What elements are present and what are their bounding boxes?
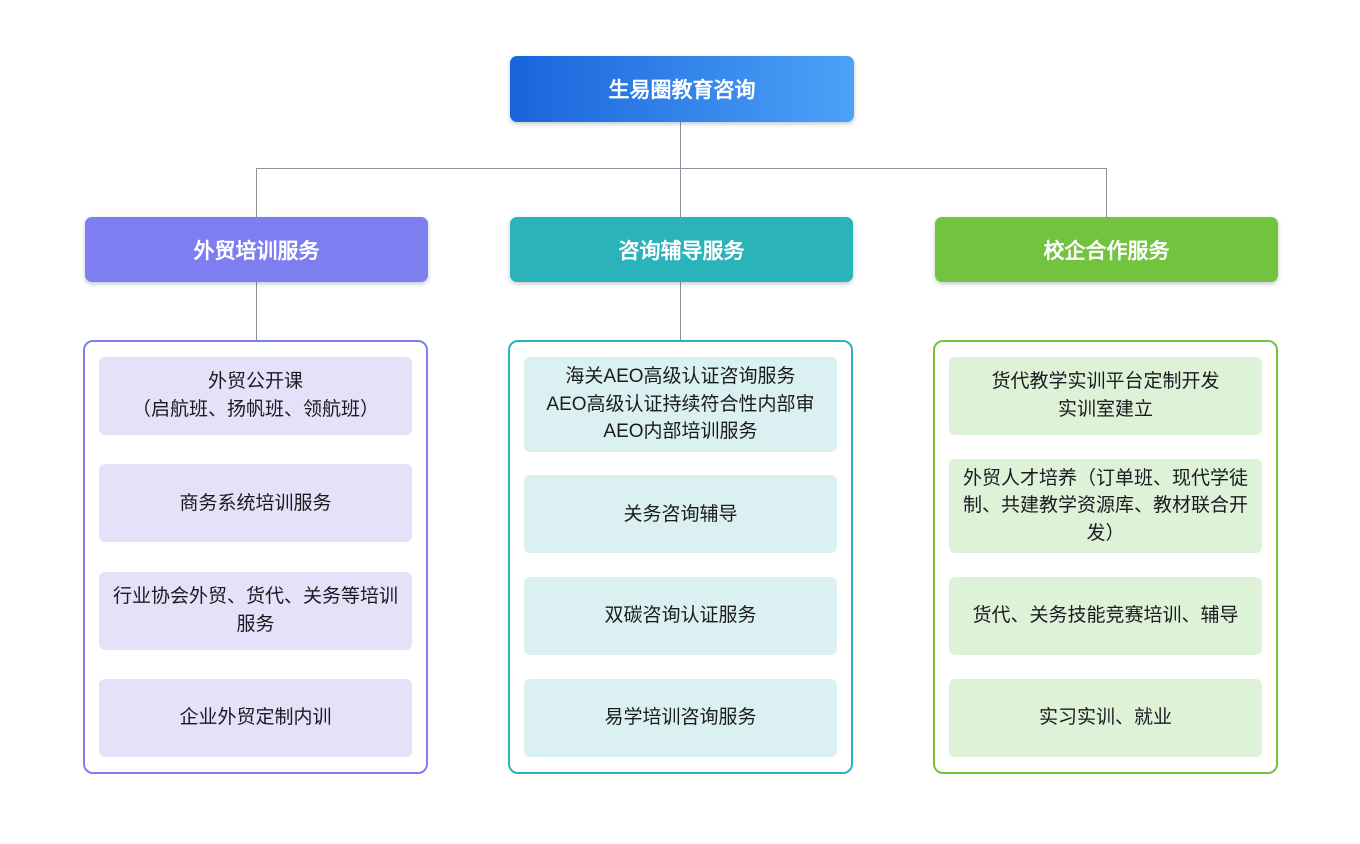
connector-branch1-panel-link bbox=[256, 282, 257, 340]
branch-node-label: 咨询辅导服务 bbox=[618, 239, 745, 263]
connector-horizontal-bar bbox=[256, 168, 1107, 169]
service-item[interactable]: 货代教学实训平台定制开发 实训室建立 bbox=[949, 357, 1262, 435]
service-item-label: 货代、关务技能竞赛培训、辅导 bbox=[972, 605, 1239, 627]
service-item[interactable]: 行业协会外贸、货代、关务等培训服务 bbox=[99, 571, 412, 650]
branch-node-label: 校企合作服务 bbox=[1043, 239, 1170, 263]
panel-trade-training: 外贸公开课 （启航班、扬帆班、领航班） 商务系统培训服务 行业协会外贸、货代、关… bbox=[83, 340, 428, 774]
service-item[interactable]: 双碳咨询认证服务 bbox=[524, 577, 837, 656]
branch-node-trade-training[interactable]: 外贸培训服务 bbox=[85, 217, 428, 282]
connector-branch2-panel-link bbox=[680, 282, 681, 340]
service-item-label: 行业协会外贸、货代、关务等培训服务 bbox=[112, 586, 398, 635]
service-item[interactable]: 海关AEO高级认证咨询服务 AEO高级认证持续符合性内部审 AEO内部培训服务 bbox=[524, 357, 837, 452]
branch-node-school-enterprise[interactable]: 校企合作服务 bbox=[935, 217, 1278, 282]
service-item[interactable]: 商务系统培训服务 bbox=[99, 464, 412, 543]
connector-branch2-drop bbox=[680, 168, 681, 217]
connector-branch1-drop bbox=[256, 168, 257, 217]
root-node-label: 生易圈教育咨询 bbox=[608, 79, 756, 102]
panel-school-enterprise: 货代教学实训平台定制开发 实训室建立 外贸人才培养（订单班、现代学徒制、共建教学… bbox=[933, 340, 1278, 774]
service-item-label: 商务系统培训服务 bbox=[179, 492, 332, 514]
root-node[interactable]: 生易圈教育咨询 bbox=[510, 56, 854, 122]
service-item[interactable]: 外贸人才培养（订单班、现代学徒制、共建教学资源库、教材联合开发） bbox=[949, 458, 1262, 554]
service-item-label: 外贸公开课 （启航班、扬帆班、领航班） bbox=[131, 371, 379, 420]
panel-consulting-coaching: 海关AEO高级认证咨询服务 AEO高级认证持续符合性内部审 AEO内部培训服务 … bbox=[508, 340, 853, 774]
connector-root-stem bbox=[680, 122, 681, 168]
service-item[interactable]: 实习实训、就业 bbox=[949, 678, 1262, 757]
service-item-label: 双碳咨询认证服务 bbox=[604, 605, 757, 627]
service-item-label: 关务咨询辅导 bbox=[623, 503, 738, 525]
branch-node-consulting-coaching[interactable]: 咨询辅导服务 bbox=[510, 217, 853, 282]
service-item-label: 易学培训咨询服务 bbox=[604, 707, 757, 729]
branch-node-label: 外贸培训服务 bbox=[193, 239, 320, 263]
service-item-label: 实习实训、就业 bbox=[1038, 707, 1172, 729]
service-item-label: 货代教学实训平台定制开发 实训室建立 bbox=[991, 371, 1220, 420]
service-item[interactable]: 关务咨询辅导 bbox=[524, 475, 837, 554]
service-item[interactable]: 外贸公开课 （启航班、扬帆班、领航班） bbox=[99, 357, 412, 435]
service-item-label: 外贸人才培养（订单班、现代学徒制、共建教学资源库、教材联合开发） bbox=[962, 467, 1248, 544]
service-item-label: 企业外贸定制内训 bbox=[179, 707, 332, 729]
service-item[interactable]: 企业外贸定制内训 bbox=[99, 678, 412, 757]
service-item[interactable]: 易学培训咨询服务 bbox=[524, 678, 837, 757]
service-item[interactable]: 货代、关务技能竞赛培训、辅导 bbox=[949, 577, 1262, 656]
connector-branch3-drop bbox=[1106, 168, 1107, 217]
service-item-label: 海关AEO高级认证咨询服务 AEO高级认证持续符合性内部审 AEO内部培训服务 bbox=[546, 366, 815, 443]
